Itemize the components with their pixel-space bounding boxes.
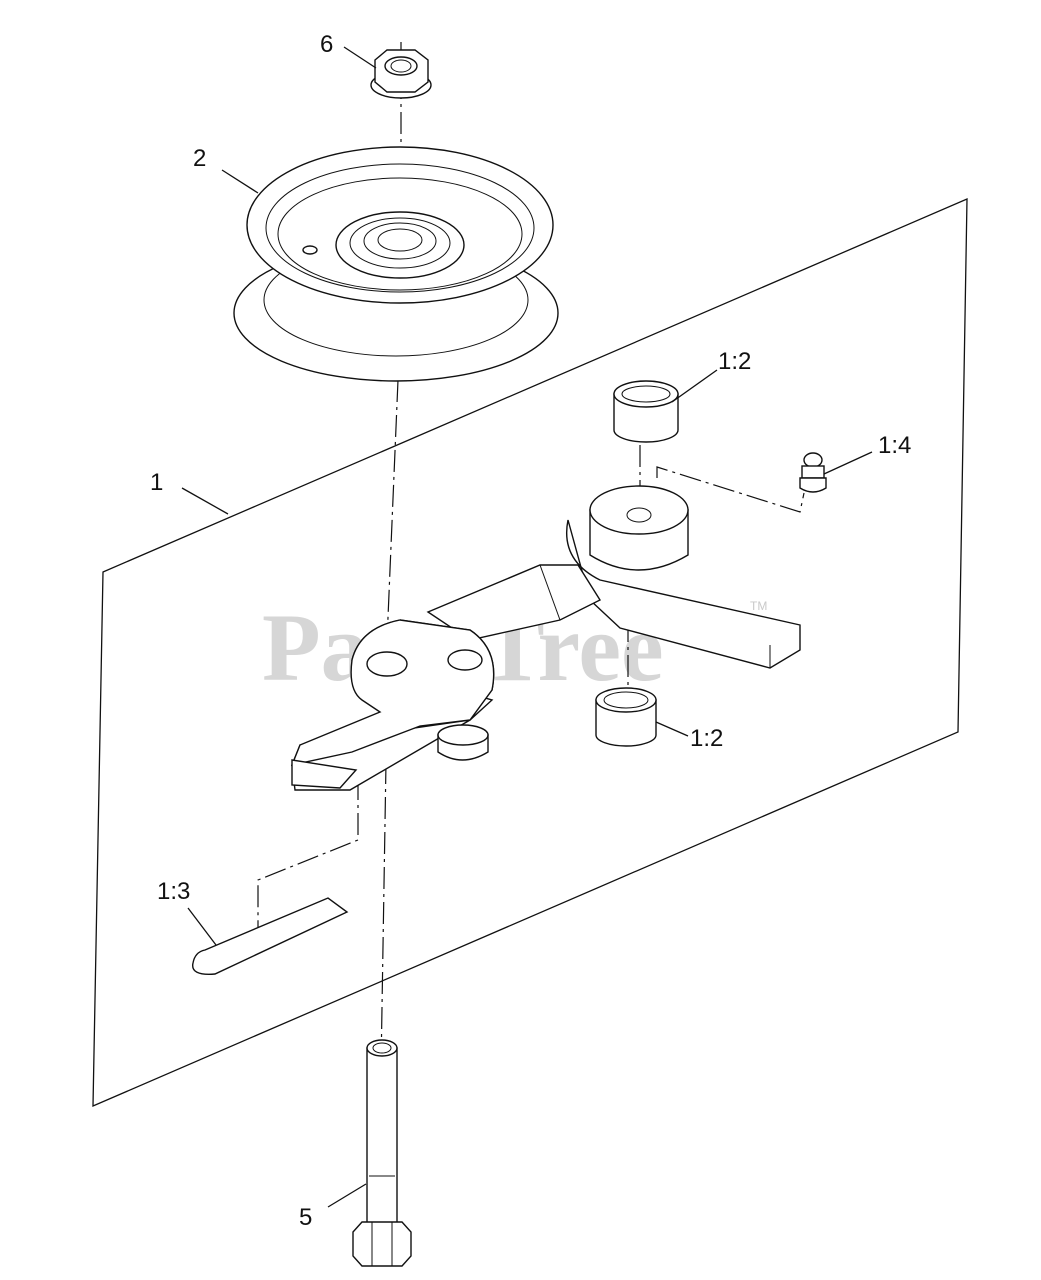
fitting-axis <box>656 466 805 513</box>
leader-13 <box>187 907 217 946</box>
callout-1-3: 1:3 <box>157 878 190 905</box>
decal-axis <box>257 778 359 945</box>
upper-bushing <box>613 380 679 443</box>
callout-2: 2 <box>193 145 206 172</box>
warning-decal <box>191 897 349 975</box>
leader-1 <box>181 487 229 515</box>
bolt-axis <box>379 761 387 1131</box>
leader-12b <box>655 721 689 737</box>
idler-arm <box>290 485 801 791</box>
callout-5: 5 <box>299 1204 312 1231</box>
callout-1-2-upper: 1:2 <box>718 348 751 375</box>
callout-6: 6 <box>320 31 333 58</box>
callout-1: 1 <box>150 469 163 496</box>
assembly-panel <box>92 198 968 1107</box>
leader-6 <box>343 46 377 69</box>
lower-bushing <box>595 687 657 747</box>
callout-1-2-lower: 1:2 <box>690 725 723 752</box>
leader-2 <box>221 169 259 194</box>
flange-nut <box>370 49 432 99</box>
center-axis-lower <box>385 379 399 666</box>
leader-12a <box>671 369 718 403</box>
watermark-tm: TM <box>750 599 767 613</box>
grease-fitting <box>799 452 827 493</box>
idler-pulley <box>233 146 559 382</box>
hex-bolt <box>352 1039 412 1267</box>
callout-1-4: 1:4 <box>878 432 911 459</box>
leader-14 <box>823 451 873 475</box>
leader-5 <box>327 1183 367 1208</box>
